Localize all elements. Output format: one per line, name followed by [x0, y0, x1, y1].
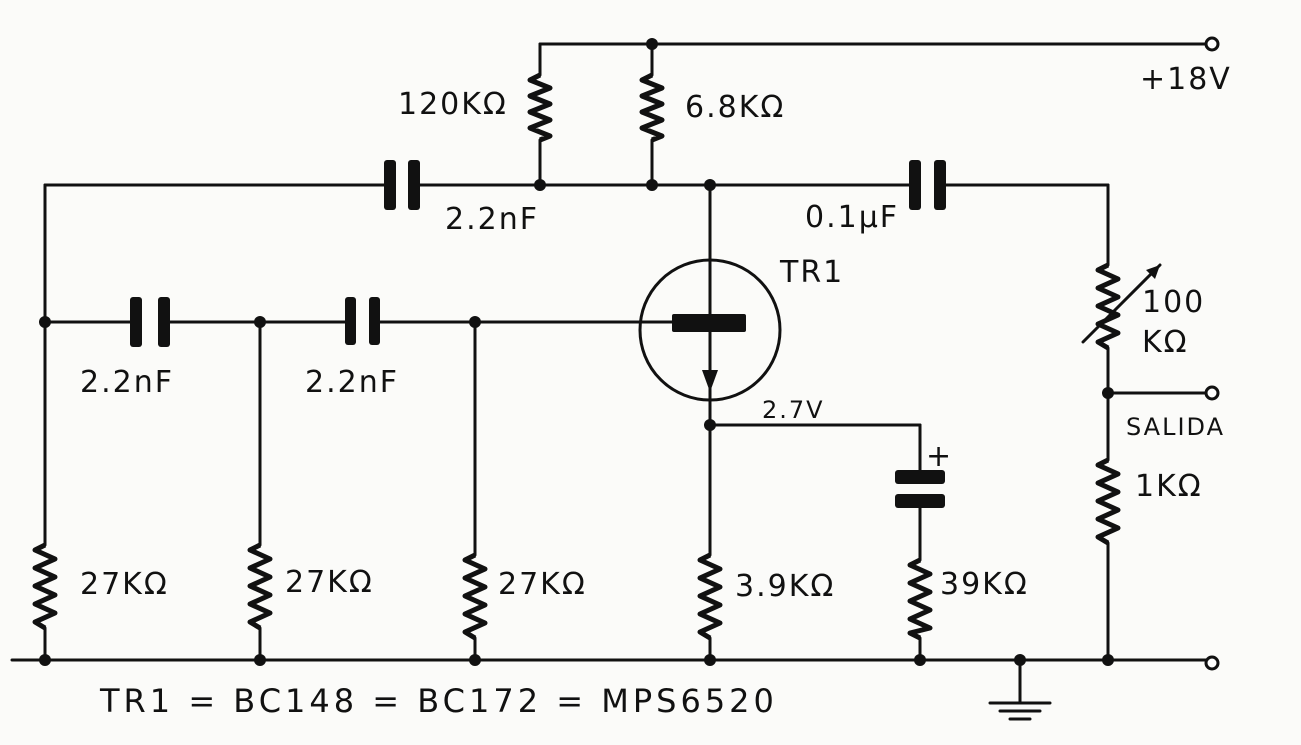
label-supply: +18V — [1140, 62, 1232, 97]
label-cap-plus: + — [926, 439, 954, 474]
label-transistor: TR1 — [780, 255, 845, 290]
resistor-39k — [907, 557, 933, 641]
label-r-1k: 1KΩ — [1135, 469, 1203, 504]
label-c-mid: 2.2nF — [305, 365, 399, 400]
label-r-39k: 39KΩ — [940, 567, 1029, 602]
label-c-top: 2.2nF — [445, 202, 539, 237]
resistor-27k-3 — [462, 552, 488, 641]
supply-terminal — [1204, 36, 1220, 52]
resistor-27k-1 — [32, 542, 58, 631]
emitter-wire — [704, 419, 922, 562]
phase-shift-wire — [39, 316, 674, 557]
label-r-3-9k: 3.9KΩ — [735, 569, 836, 604]
supply-rail — [538, 36, 1220, 187]
transistor-tr1 — [638, 183, 782, 427]
label-c-left: 2.2nF — [80, 365, 174, 400]
ground-symbol — [988, 658, 1052, 721]
label-c-out: 0.1µF — [805, 200, 900, 235]
label-output: SALIDA — [1126, 413, 1226, 441]
label-pot-unit: KΩ — [1142, 325, 1189, 360]
label-r-27k-2: 27KΩ — [285, 565, 374, 600]
label-emitter-voltage: 2.7V — [762, 396, 825, 424]
resistor-120k — [527, 72, 553, 143]
resistor-6-8k — [639, 72, 665, 143]
label-pot-value: 100 — [1142, 285, 1206, 320]
label-equivalents: TR1 = BC148 = BC172 = MPS6520 — [100, 682, 778, 720]
capacitor-left — [130, 297, 170, 347]
top-wire — [43, 179, 1110, 547]
electrolytic-capacitor — [895, 470, 945, 508]
label-r-27k-3: 27KΩ — [498, 567, 587, 602]
ground-terminal — [1204, 655, 1220, 671]
output-terminal — [1204, 385, 1220, 401]
ground-rail — [10, 654, 1220, 671]
capacitor-output — [909, 160, 946, 210]
capacitor-mid — [345, 297, 380, 345]
resistor-1k — [1095, 457, 1121, 546]
potentiometer-arrow — [1081, 263, 1162, 344]
label-r-120k: 120KΩ — [398, 87, 508, 122]
label-r-27k-1: 27KΩ — [80, 567, 169, 602]
capacitor-top — [384, 160, 420, 210]
label-r-6-8k: 6.8KΩ — [685, 90, 786, 125]
resistor-27k-2 — [247, 542, 273, 631]
resistor-3-9k — [697, 552, 723, 641]
potentiometer-100k — [1095, 262, 1121, 351]
